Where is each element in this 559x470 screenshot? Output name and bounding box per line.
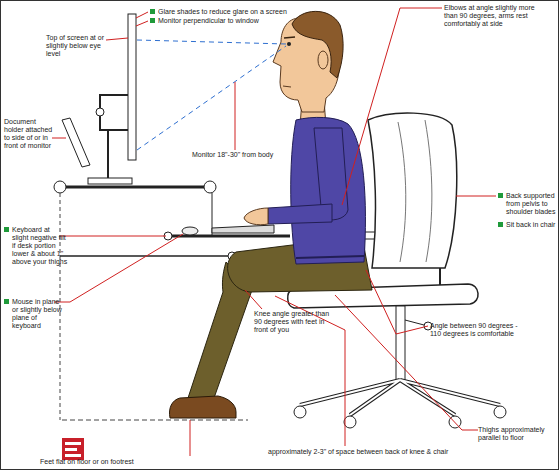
callout-text: Knee angle greater than 90 degrees with … (254, 310, 334, 334)
keyboard (212, 225, 274, 233)
mouth (283, 86, 291, 87)
callout-text: Keyboard at slight negative tilt if desk… (4, 226, 68, 266)
callout-text: Top of screen at or slightly below eye l… (46, 34, 106, 58)
callout-text: Document holder attached to side of or i… (4, 118, 54, 150)
sight-line (137, 46, 286, 150)
leader-line (366, 270, 428, 334)
chair-post (396, 306, 405, 380)
callout-text: Angle between 90 degrees - 110 degrees i… (430, 322, 520, 338)
chair-back-seam (398, 122, 406, 262)
leader-line (342, 8, 442, 205)
leader-line (136, 12, 148, 18)
leader-line (60, 236, 166, 237)
forearm (268, 204, 332, 224)
caster (294, 406, 306, 418)
leader-line (106, 38, 128, 40)
callout-text: Thighs approximately parallel to floor (478, 426, 554, 442)
caster (344, 416, 356, 428)
leader-line (52, 138, 66, 139)
desk-joint (54, 181, 66, 193)
hand (244, 208, 268, 225)
chair-back (368, 113, 457, 268)
eyebrow (284, 37, 295, 38)
leader-line (136, 21, 148, 26)
arm-joint (96, 108, 104, 116)
chair-lever (405, 320, 424, 325)
logo (62, 438, 84, 460)
mouse (182, 227, 198, 235)
ear (318, 51, 328, 69)
leader-line (245, 290, 262, 309)
leader-line (235, 82, 236, 150)
desk-joint (204, 181, 216, 193)
floor-line (62, 420, 248, 421)
belt (296, 256, 364, 258)
callout-text: Sit back in chair (498, 221, 559, 229)
leader-line (335, 295, 478, 430)
document-holder (62, 118, 90, 167)
sight-line (137, 40, 286, 44)
logo-mark (65, 454, 81, 457)
logo-mark (65, 442, 81, 445)
desk-top (60, 186, 210, 189)
logo-mark (65, 448, 77, 451)
callout-text: Glare shades to reduce glare on a screen (150, 8, 338, 16)
eye (287, 42, 291, 46)
monitor-post (107, 130, 109, 180)
monitor-base (88, 178, 132, 184)
chair-base-fill (300, 380, 500, 415)
chair-back-seam (425, 120, 432, 262)
callout-text: Back supported from pelvis to shoulder b… (498, 192, 559, 216)
leader-line (456, 196, 496, 197)
callout-text: Monitor 18"-30" from body (192, 151, 302, 159)
shoe (169, 396, 236, 418)
callout-text: Elbows at angle slightly more than 90 de… (444, 4, 544, 28)
caster (494, 406, 506, 418)
leader-line (190, 420, 191, 456)
callout-text: Monitor perpendicular to window (150, 17, 338, 25)
chair-base (300, 380, 500, 415)
leader-line (54, 234, 183, 302)
callout-text: Feet flat on floor or on footrest (40, 458, 200, 466)
hair (292, 11, 343, 78)
callout-text: approximately 2-3" of space between back… (268, 448, 473, 456)
shirt (291, 117, 366, 264)
monitor (128, 14, 136, 160)
callout-text: Mouse in plane or slightly below plane o… (4, 298, 62, 330)
